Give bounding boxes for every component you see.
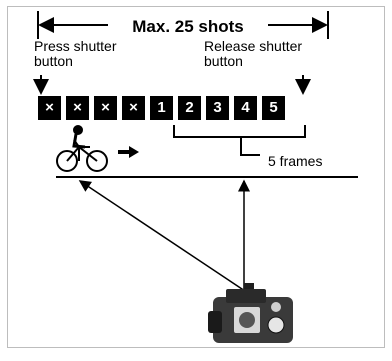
discarded-frame-1: × [38, 96, 61, 120]
discarded-frame-4: × [122, 96, 145, 120]
press-shutter-label: Press shutter button [34, 38, 117, 69]
saved-frame-1: 1 [150, 96, 173, 120]
saved-frame-3: 3 [206, 96, 229, 120]
frames-bracket [173, 125, 306, 156]
diagram-title: Max. 25 shots [108, 17, 268, 37]
motion-arrow [118, 146, 139, 158]
diagram-lines [33, 11, 358, 343]
view-arrow-left [78, 180, 246, 292]
camera-icon [208, 283, 293, 343]
saved-frame-2: 2 [178, 96, 201, 120]
saved-frame-4: 4 [234, 96, 257, 120]
cyclist-icon [56, 125, 108, 172]
discarded-frame-2: × [66, 96, 89, 120]
frames-count-label: 5 frames [268, 153, 323, 169]
saved-frame-5: 5 [262, 96, 285, 120]
discarded-frame-3: × [94, 96, 117, 120]
release-shutter-label: Release shutter button [204, 38, 303, 69]
diagram-frame: Max. 25 shots Press shutter button Relea… [7, 6, 385, 348]
